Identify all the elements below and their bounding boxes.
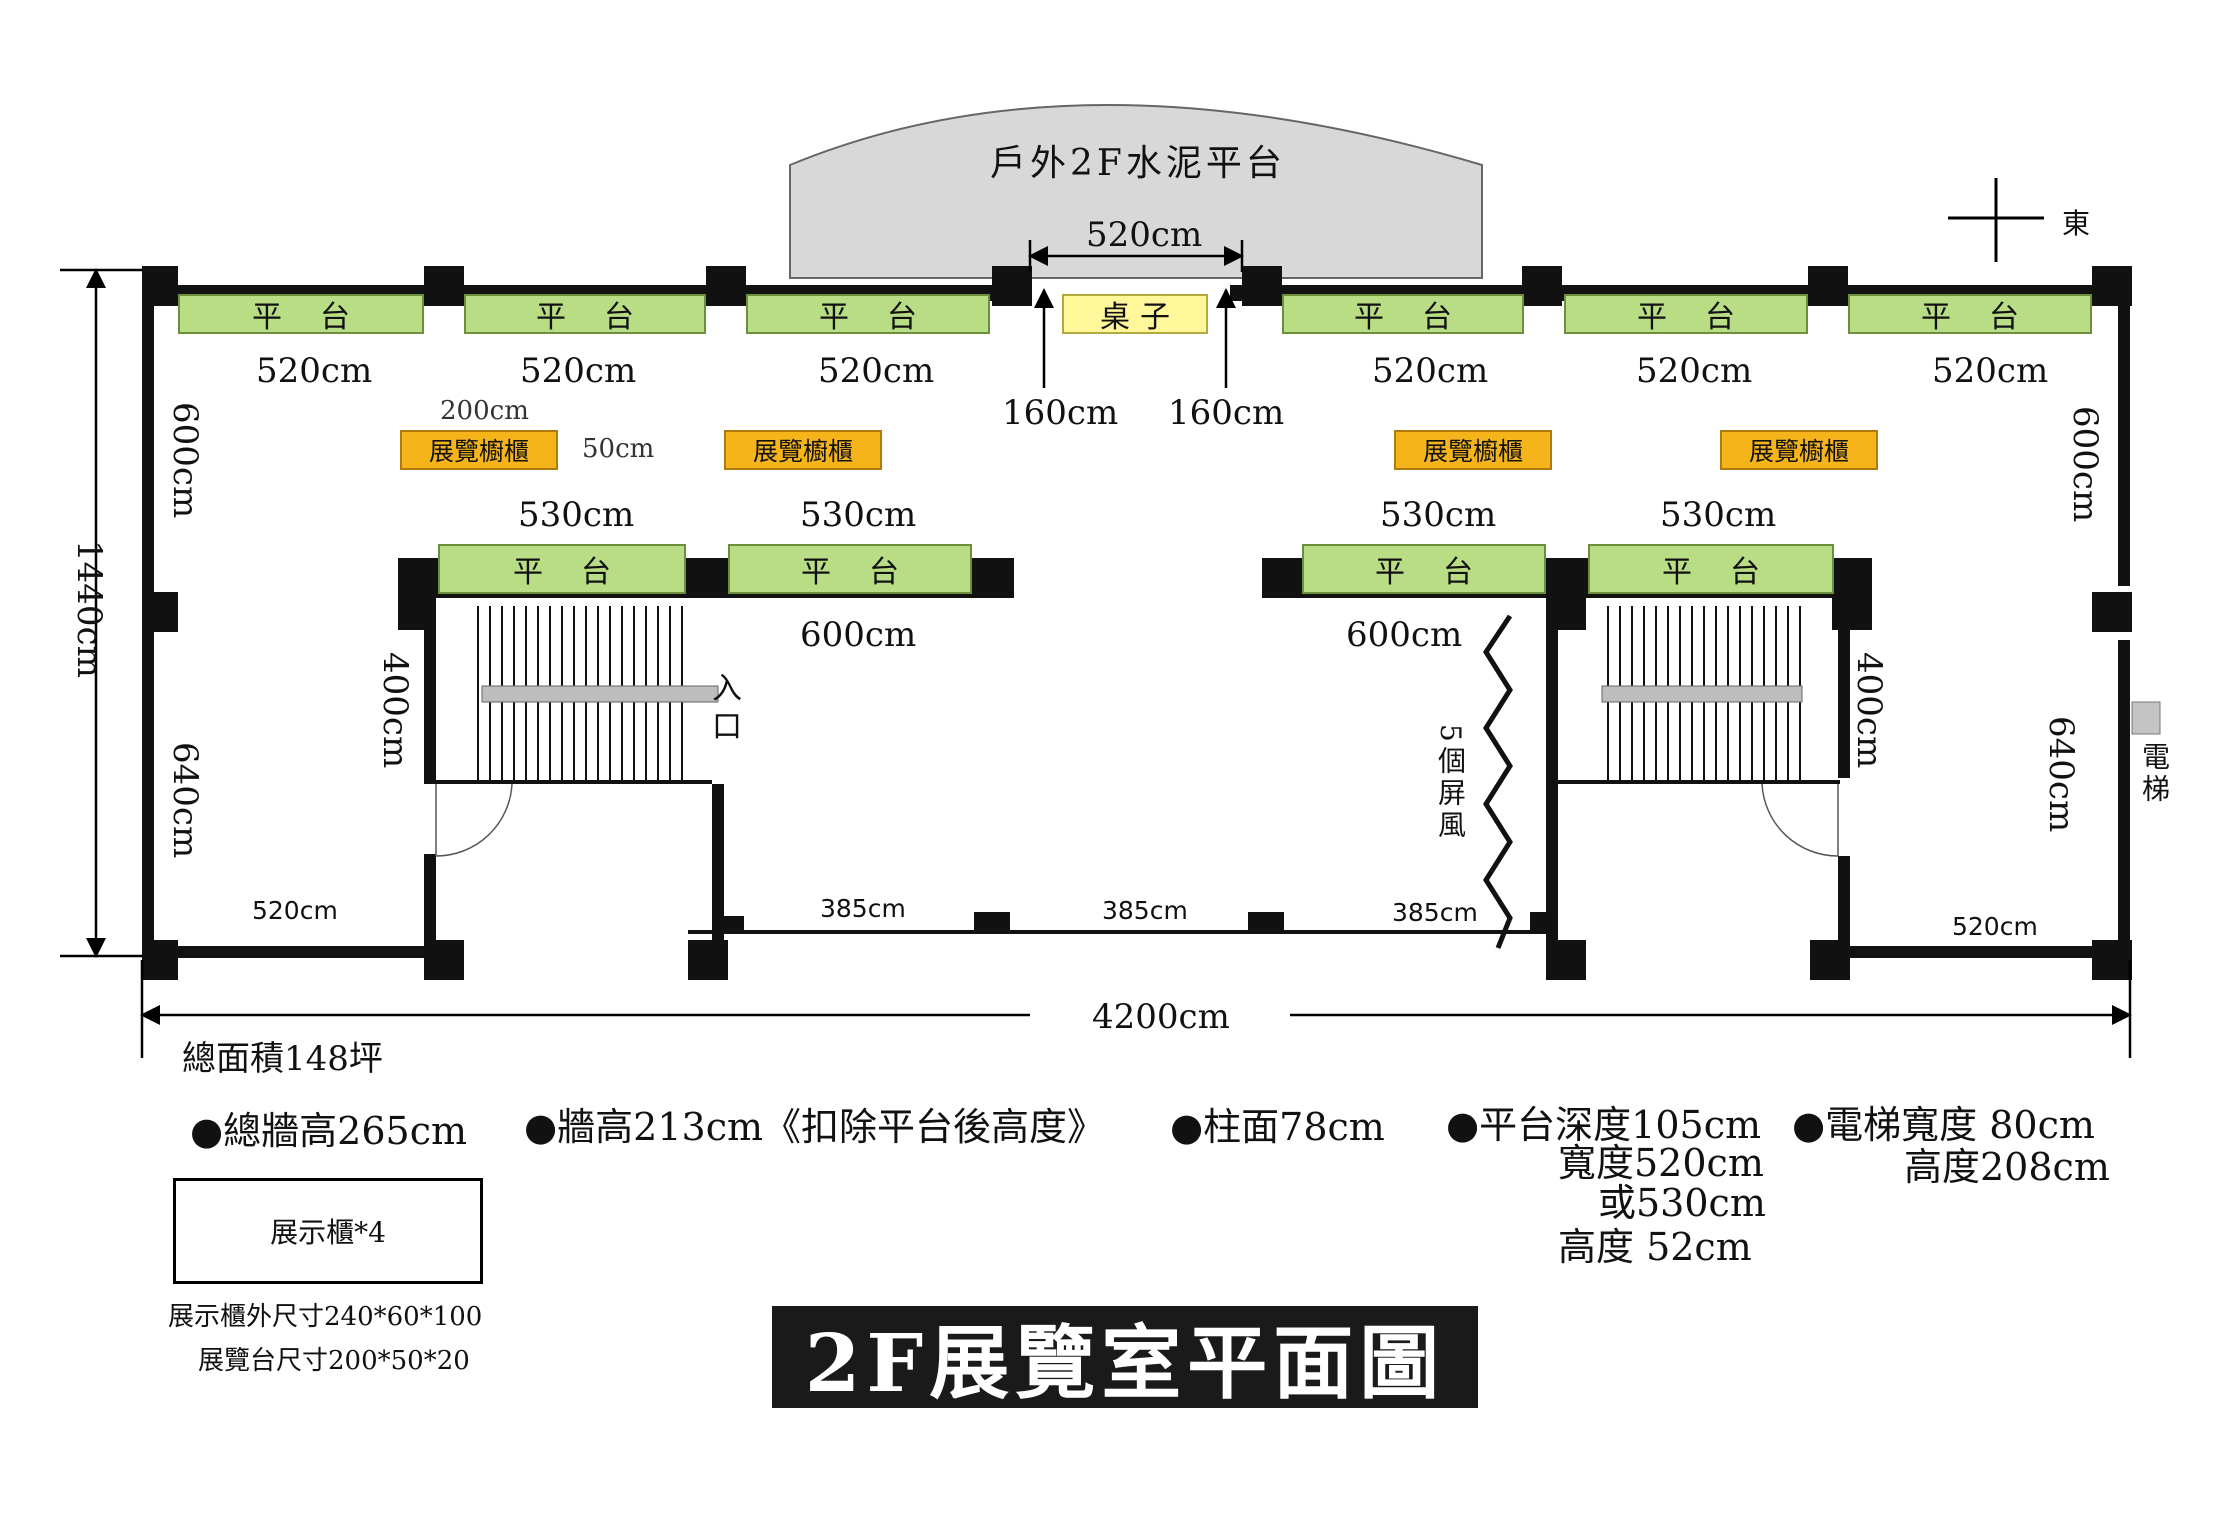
top-platform-width-5: 520cm [1636,351,1753,391]
overall-height-dim: 1440cm [69,540,109,678]
mid-platform-width-2: 530cm [800,495,917,535]
left-lower-dim: 640cm [165,742,205,859]
legend-cabinet-size: 展示櫃外尺寸240*60*100 [168,1302,483,1332]
top-opening-left: 160cm [1002,393,1119,433]
top-platform-5: 平台 [1564,294,1808,335]
mid-platform-1: 平台 [438,544,686,594]
bottom-room-width-right: 520cm [1952,912,2038,941]
note-platform-width-alt: 或530cm [1598,1181,1766,1225]
top-opening-right: 160cm [1168,393,1285,433]
top-platform-width-3: 520cm [818,351,935,391]
top-platform-width-4: 520cm [1372,351,1489,391]
outdoor-terrace [789,104,1483,279]
note-platform-width: 寬度520cm [1558,1141,1764,1185]
note-elevator-height: 高度208cm [1904,1145,2110,1189]
top-opening-width: 520cm [1086,215,1203,255]
mid-platform-width-3: 530cm [1380,495,1497,535]
top-platform-width-2: 520cm [520,351,637,391]
mid-platform-width-1: 530cm [518,495,635,535]
note-platform-depth: ●平台深度105cm [1446,1103,1762,1147]
legend-stand-size: 展覽台尺寸200*50*20 [198,1346,470,1376]
note-wall-total: ●總牆高265cm [190,1109,468,1153]
total-area: 總面積148坪 [182,1039,383,1079]
stair-right-dim: 400cm [1849,652,1889,769]
mid-platform-2: 平台 [728,544,972,594]
right-upper-dim: 600cm [2065,406,2105,523]
bottom-span-3: 385cm [1392,898,1478,927]
cabinet-length-dim: 200cm [440,396,529,426]
note-wall-net: ●牆高213cm《扣除平台後高度》 [524,1105,1106,1149]
stair-left-dim: 400cm [375,652,415,769]
top-platform-1: 平台 [178,294,424,335]
outdoor-terrace-label: 戶外2F水泥平台 [990,143,1286,184]
page-title: 2F展覽室平面圖 [772,1306,1478,1410]
legend-box-label: 展示櫃*4 [270,1216,386,1249]
right-lower-dim: 640cm [2041,716,2081,833]
mid-wall-length-right: 600cm [1346,615,1463,655]
door-swings [435,783,1839,857]
walls [142,266,2132,980]
top-platform-3: 平台 [746,294,990,335]
folding-screens [1483,614,1513,949]
mid-wall-length-left: 600cm [800,615,917,655]
elevator-icon [2131,701,2161,735]
top-platform-2: 平台 [464,294,706,335]
note-elevator-width: ●電梯寬度 80cm [1792,1103,2095,1147]
mid-platform-4: 平台 [1588,544,1834,594]
top-platform-width-6: 520cm [1932,351,2049,391]
note-platform-height: 高度 52cm [1558,1225,1752,1269]
folding-screens-label: 5個屏風 [1434,724,1467,842]
bottom-room-width-left: 520cm [252,896,338,925]
legend-box: 展示櫃*4 [173,1178,483,1284]
top-platform-4: 平台 [1282,294,1524,335]
bottom-span-2: 385cm [1102,896,1188,925]
table-desk: 桌子 [1062,294,1208,335]
mid-platform-3: 平台 [1302,544,1546,594]
exhibit-cabinet-4: 展覽櫥櫃 [1720,430,1878,470]
elevator-label: 電梯 [2138,742,2171,806]
note-column: ●柱面78cm [1170,1105,1385,1149]
compass-east-label: 東 [2062,207,2091,240]
entrance-label: 入口 [706,672,741,748]
compass-icon [1948,178,2044,262]
exhibit-cabinet-3: 展覽櫥櫃 [1394,430,1552,470]
bottom-span-1: 385cm [820,894,906,923]
top-platform-6: 平台 [1848,294,2092,335]
left-upper-dim: 600cm [165,402,205,519]
mid-platform-width-4: 530cm [1660,495,1777,535]
exhibit-cabinet-2: 展覽櫥櫃 [724,430,882,470]
exhibit-cabinet-1: 展覽櫥櫃 [400,430,558,470]
cabinet-gap-dim: 50cm [582,434,655,464]
overall-width-dim: 4200cm [1092,997,1230,1037]
top-platform-width-1: 520cm [256,351,373,391]
